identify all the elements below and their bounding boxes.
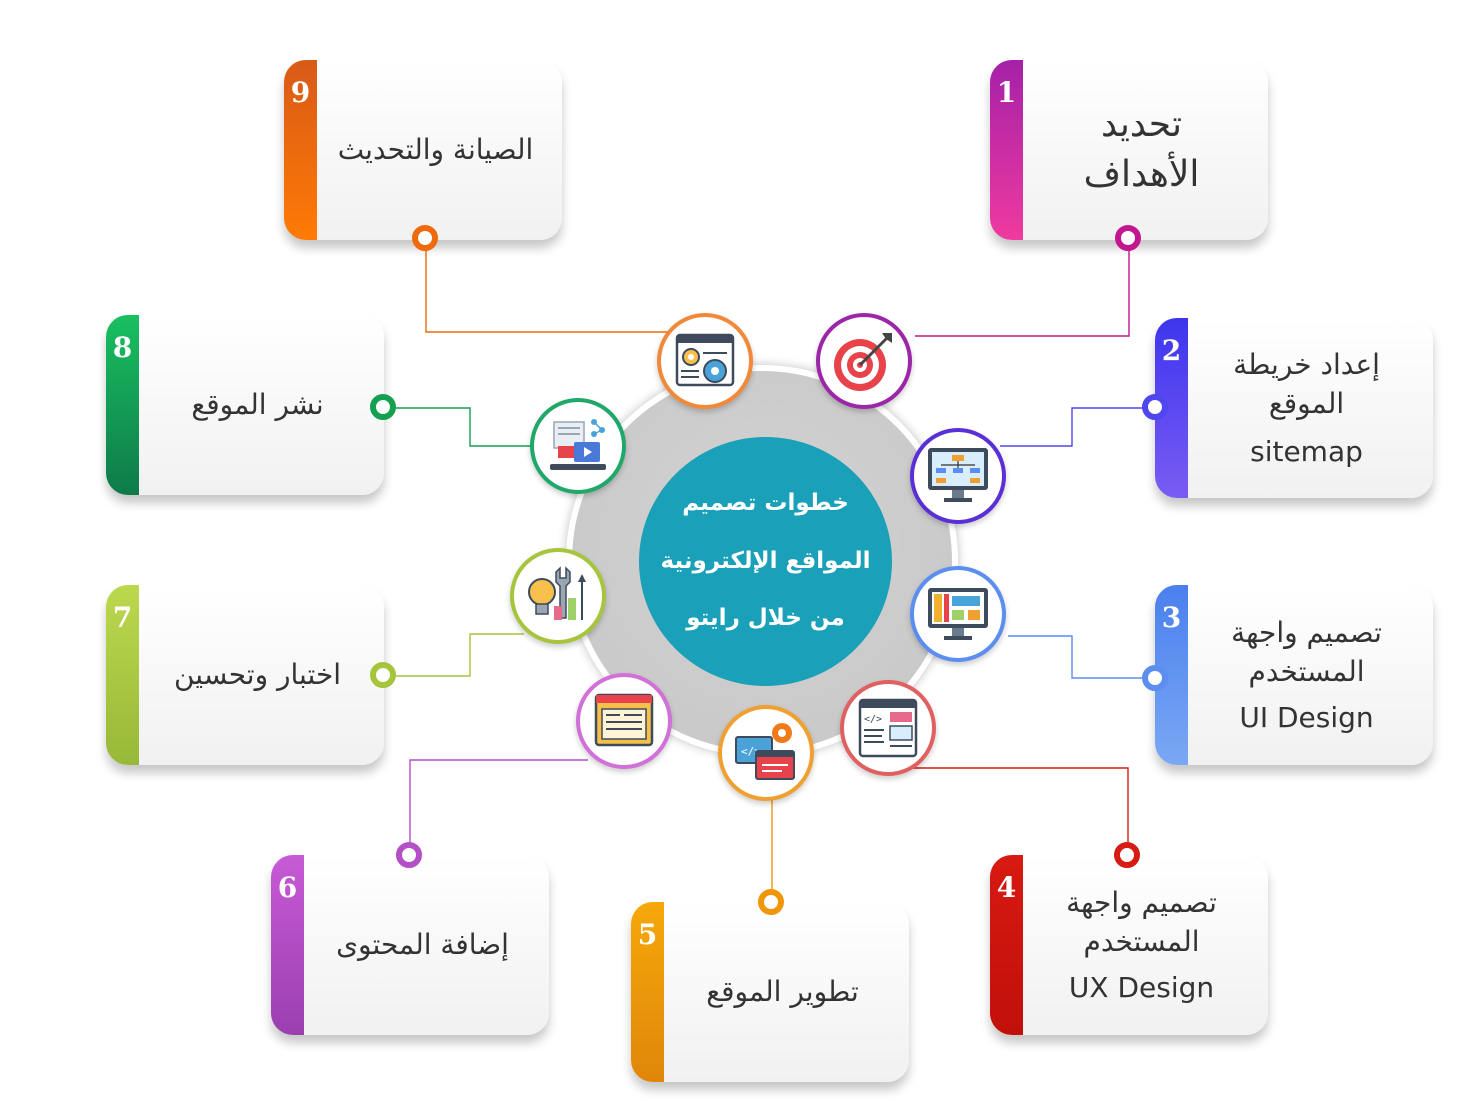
step-5-label-line-1: تطوير الموقع bbox=[706, 975, 859, 1009]
step-6-label-line-1: إضافة المحتوى bbox=[336, 928, 509, 962]
center-title: خطوات تصميم المواقع الإلكترونية من خلال … bbox=[639, 437, 892, 686]
step-9-connector-dot bbox=[412, 225, 438, 251]
step-7-number: 7 bbox=[112, 601, 133, 634]
step-9-label-line-1: الصيانة والتحديث bbox=[337, 133, 534, 167]
step-card-5: 5 تطوير الموقع bbox=[631, 902, 909, 1082]
step-card-2: 2 إعداد خريطة الموقع sitemap bbox=[1155, 318, 1433, 498]
step-2-label-line-1: إعداد خريطة bbox=[1233, 348, 1380, 382]
center-title-line-2: المواقع الإلكترونية bbox=[660, 547, 871, 574]
design-tools-monitor-icon bbox=[910, 566, 1006, 662]
step-card-8: 8 نشر الموقع bbox=[106, 315, 384, 495]
step-1-label-line-2: الأهداف bbox=[1083, 154, 1200, 195]
step-3-connector-dot bbox=[1142, 665, 1168, 691]
step-7-strip bbox=[106, 585, 139, 765]
step-8-number: 8 bbox=[112, 331, 133, 364]
step-7-label-line-1: اختبار وتحسين bbox=[173, 658, 342, 692]
step-card-4: 4 تصميم واجهة المستخدم UX Design bbox=[990, 855, 1268, 1035]
step-8-label-line-1: نشر الموقع bbox=[191, 388, 324, 422]
step-4-strip bbox=[990, 855, 1023, 1035]
step-card-1: 1 تحديد الأهداف bbox=[990, 60, 1268, 240]
step-1-number: 1 bbox=[996, 76, 1017, 109]
step-2-label-line-2: الموقع bbox=[1268, 387, 1345, 421]
step-4-label-line-3: UX Design bbox=[1068, 970, 1215, 1004]
center-title-line-3: من خلال رايتو bbox=[686, 605, 845, 632]
step-2-number: 2 bbox=[1161, 334, 1182, 367]
step-2-label-line-3: sitemap bbox=[1250, 434, 1363, 468]
publish-laptop-icon bbox=[530, 398, 626, 494]
step-6-connector-dot bbox=[396, 842, 422, 868]
step-1-strip bbox=[990, 60, 1023, 240]
step-3-label-line-1: تصميم واجهة bbox=[1231, 616, 1382, 650]
bulb-wrench-chart-icon bbox=[510, 548, 606, 644]
step-card-9: 9 الصيانة والتحديث bbox=[284, 60, 562, 240]
svg-text:</>: </> bbox=[864, 714, 882, 725]
code-browser-gear-icon: </> bbox=[718, 705, 814, 801]
target-icon bbox=[816, 313, 912, 409]
step-3-label-line-2: المستخدم bbox=[1248, 655, 1365, 689]
step-6-number: 6 bbox=[277, 871, 298, 904]
step-4-connector-dot bbox=[1114, 842, 1140, 868]
step-9-number: 9 bbox=[290, 76, 311, 109]
step-5-strip bbox=[631, 902, 664, 1082]
center-title-line-1: خطوات تصميم bbox=[682, 490, 849, 517]
step-1-label-line-1: تحديد bbox=[1100, 103, 1183, 145]
step-5-connector-dot bbox=[758, 889, 784, 915]
step-3-number: 3 bbox=[1161, 601, 1182, 634]
step-3-label-line-3: UI Design bbox=[1239, 700, 1374, 734]
step-2-connector-dot bbox=[1142, 394, 1168, 420]
code-layout-icon: </> bbox=[840, 680, 936, 776]
step-8-connector-dot bbox=[370, 394, 396, 420]
step-7-connector-dot bbox=[370, 662, 396, 688]
step-4-label-line-2: المستخدم bbox=[1083, 925, 1200, 959]
step-4-number: 4 bbox=[996, 871, 1017, 904]
step-card-6: 6 إضافة المحتوى bbox=[271, 855, 549, 1035]
step-8-strip bbox=[106, 315, 139, 495]
gear-settings-window-icon bbox=[657, 313, 753, 409]
step-card-3: 3 تصميم واجهة المستخدم UI Design bbox=[1155, 585, 1433, 765]
sitemap-monitor-icon bbox=[910, 428, 1006, 524]
step-card-7: 7 اختبار وتحسين bbox=[106, 585, 384, 765]
content-window-icon bbox=[576, 673, 672, 769]
step-6-strip bbox=[271, 855, 304, 1035]
step-1-connector-dot bbox=[1115, 225, 1141, 251]
step-9-strip bbox=[284, 60, 317, 240]
step-4-label-line-1: تصميم واجهة bbox=[1066, 886, 1217, 920]
step-5-number: 5 bbox=[637, 918, 658, 951]
